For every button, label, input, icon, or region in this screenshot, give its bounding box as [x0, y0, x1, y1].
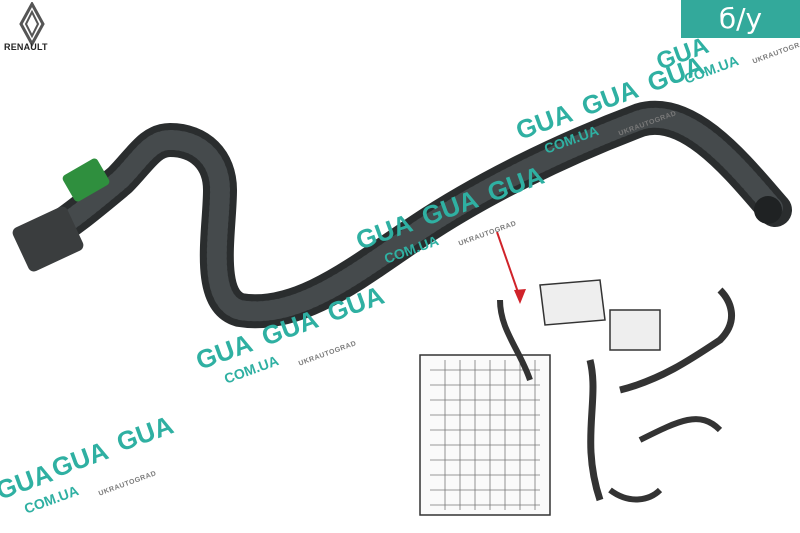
svg-text:GUA: GUA	[113, 409, 178, 457]
engine-cooling-diagram	[419, 279, 736, 516]
svg-text:UKRAUTOGRAD: UKRAUTOGRAD	[458, 220, 518, 247]
brand-name: RENAULT	[4, 42, 48, 52]
svg-text:GUA: GUA	[483, 160, 548, 208]
svg-text:GUA: GUA	[47, 435, 112, 483]
svg-text:UKRAUTOGRAD: UKRAUTOGRAD	[298, 340, 358, 367]
svg-text:UKRAUTOGRAD: UKRAUTOGRAD	[98, 470, 158, 497]
pointer-arrow-icon	[496, 231, 526, 304]
renault-logo-icon	[19, 2, 45, 48]
rubber-hose-icon	[12, 100, 792, 329]
svg-text:UKRAUTOGRAD: UKRAUTOGRAD	[752, 38, 800, 65]
condition-badge: б/у	[681, 0, 800, 38]
